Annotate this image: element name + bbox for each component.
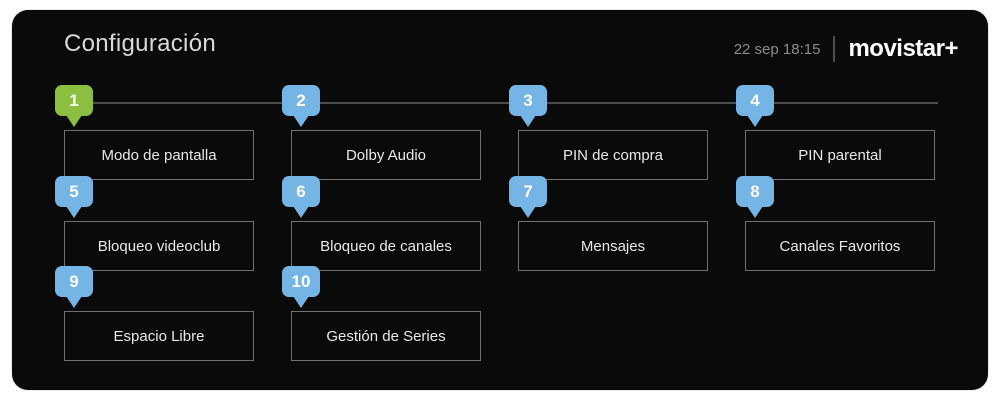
movistar-logo: movistar+ — [848, 35, 958, 62]
tile-button-espacio-libre[interactable]: Espacio Libre — [64, 311, 254, 361]
tile-number-badge: 5 — [55, 176, 93, 207]
settings-tile: 7 Mensajes — [509, 176, 708, 271]
settings-tile: 9 Espacio Libre — [55, 266, 254, 361]
tile-button-pin-parental[interactable]: PIN parental — [745, 130, 935, 180]
tile-button-canales-favoritos[interactable]: Canales Favoritos — [745, 221, 935, 271]
tile-number-badge: 4 — [736, 85, 774, 116]
settings-tile: 10 Gestión de Series — [282, 266, 481, 361]
settings-tile: 8 Canales Favoritos — [736, 176, 935, 271]
tile-number-badge: 3 — [509, 85, 547, 116]
tile-button-modo-de-pantalla[interactable]: Modo de pantalla — [64, 130, 254, 180]
tile-button-pin-de-compra[interactable]: PIN de compra — [518, 130, 708, 180]
settings-tile: 2 Dolby Audio — [282, 85, 481, 180]
tile-number-badge: 8 — [736, 176, 774, 207]
tile-button-dolby-audio[interactable]: Dolby Audio — [291, 130, 481, 180]
tile-number-badge: 1 — [55, 85, 93, 116]
page-title: Configuración — [64, 30, 216, 57]
settings-tile: 1 Modo de pantalla — [55, 85, 254, 180]
status-area: 22 sep 18:15 movistar+ — [734, 36, 958, 62]
tile-number-badge: 9 — [55, 266, 93, 297]
settings-tile: 6 Bloqueo de canales — [282, 176, 481, 271]
tile-number-badge: 2 — [282, 85, 320, 116]
tile-button-bloqueo-videoclub[interactable]: Bloqueo videoclub — [64, 221, 254, 271]
tile-number-badge: 10 — [282, 266, 320, 297]
status-divider — [833, 36, 836, 62]
tile-number-badge: 6 — [282, 176, 320, 207]
tile-number-badge: 7 — [509, 176, 547, 207]
settings-tile: 4 PIN parental — [736, 85, 935, 180]
tile-button-mensajes[interactable]: Mensajes — [518, 221, 708, 271]
tile-button-bloqueo-de-canales[interactable]: Bloqueo de canales — [291, 221, 481, 271]
settings-panel: Configuración 22 sep 18:15 movistar+ 1 M… — [12, 10, 988, 390]
panel-header: Configuración 22 sep 18:15 movistar+ — [64, 30, 958, 62]
tile-button-gestion-de-series[interactable]: Gestión de Series — [291, 311, 481, 361]
clock-text: 22 sep 18:15 — [733, 40, 821, 58]
settings-tile: 5 Bloqueo videoclub — [55, 176, 254, 271]
settings-tile: 3 PIN de compra — [509, 85, 708, 180]
